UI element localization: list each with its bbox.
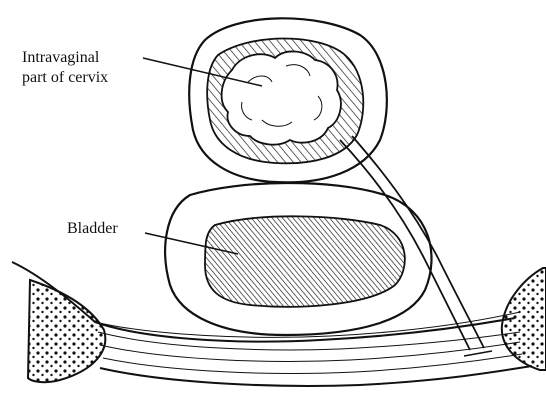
cervix-label: Intravaginal part of cervix [22,48,108,88]
cervix-label-line2: part of cervix [22,68,108,88]
bladder-label: Bladder [67,219,118,239]
cervix-label-line1: Intravaginal [22,48,108,68]
cervix-inner-body [222,51,341,144]
bladder-interior [205,216,405,306]
right-bone [502,268,546,370]
left-bone [28,280,105,382]
